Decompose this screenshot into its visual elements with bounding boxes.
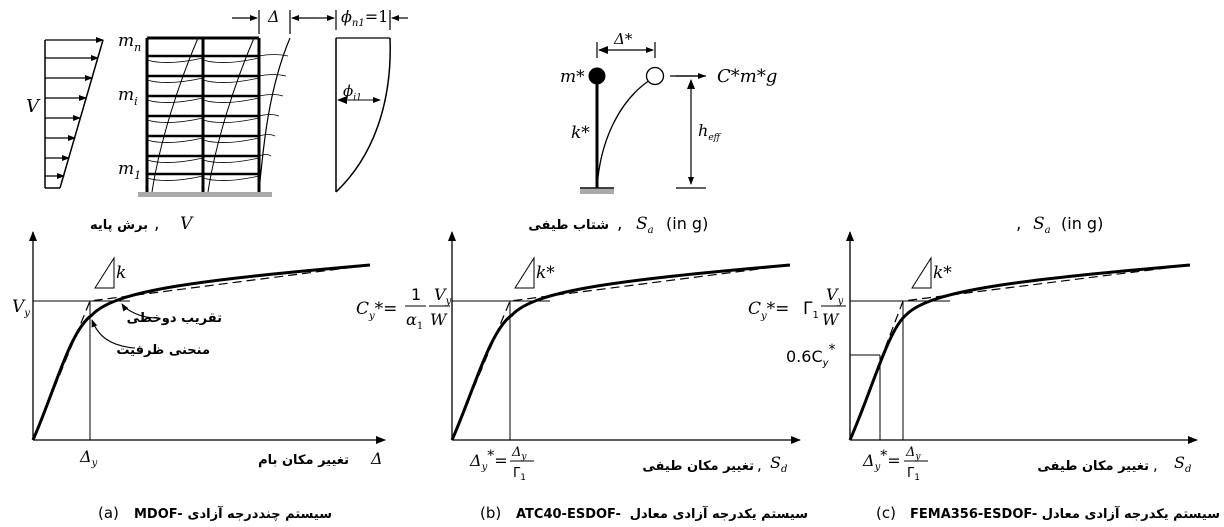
y-axis-symbol: Sa <box>636 214 654 236</box>
dy-den-label: Γ1 <box>907 466 920 483</box>
dy-num-label: Δy <box>905 445 921 462</box>
phi-n1-label: ϕn1=1 <box>341 7 388 29</box>
x-axis-comma: , <box>1153 456 1158 474</box>
y-axis-unit: (in g) <box>1061 214 1103 233</box>
caption-fa: سیستم یکدرجه آزادی معادل <box>630 505 808 522</box>
bilinear-approximation <box>849 264 1191 441</box>
caption-en: FEMA356-ESDOF- <box>910 507 1037 522</box>
w-label: W <box>430 310 448 329</box>
x-axis-label-fa: تغییر مکان طیفی <box>1037 459 1149 474</box>
force-label: C*m*g <box>717 66 777 87</box>
vy-label: Vy <box>434 285 452 307</box>
mass-1-label: m1 <box>118 159 141 182</box>
y-axis-symbol: V <box>180 214 194 234</box>
cy-label: Cy*= <box>748 299 789 322</box>
x-axis-symbol: Δ <box>370 449 383 468</box>
x-axis-symbol: Sd <box>770 453 787 475</box>
panel-a: k Vy تقریب دوخطی منحنی ظرفیت Δy برش پایه… <box>12 214 386 522</box>
building-frame <box>145 36 291 193</box>
k-star-label: k* <box>571 123 590 143</box>
caption-fa: سیستم چنددرجه آزادی <box>188 505 332 522</box>
capacity-curve <box>31 263 371 441</box>
mass-n-label: mn <box>118 31 141 54</box>
mdof-frame-diagram: V mn mi m1 <box>26 7 408 197</box>
y-axis-comma: , <box>154 214 159 234</box>
roof-delta-label: Δ <box>267 7 280 26</box>
capacity-curve-label: منحنی ظرفیت <box>116 343 210 358</box>
bilinear-approximation <box>32 264 371 441</box>
esdof-oscillator-diagram: m* k* Δ* C*m*g heff <box>560 30 777 194</box>
panel-b: k* Cy*= 1 α1 Vy W Δy*= Δy Γ1 شتاب طیفی ,… <box>356 214 808 522</box>
dy-den-label: Γ1 <box>513 466 526 483</box>
caption-fa: سیستم یکدرجه آزادی معادل <box>1042 505 1220 522</box>
mass-node <box>588 67 606 85</box>
caption-en: ATC40-ESDOF- <box>516 507 621 522</box>
alpha-label: α1 <box>406 310 423 332</box>
gamma-label: Γ1 <box>803 299 819 321</box>
ground-base <box>138 192 272 197</box>
capacity-spectrum-curve <box>848 263 1191 441</box>
dy-num-label: Δy <box>511 445 527 462</box>
y-axis-comma: , <box>1016 214 1021 234</box>
stiffness-triangle <box>94 256 115 289</box>
x-axis-comma: , <box>757 456 762 474</box>
one-label: 1 <box>411 285 421 304</box>
w-label: W <box>822 310 840 329</box>
y-axis-comma: , <box>617 214 622 234</box>
phi-i1-label: ϕi1 <box>343 82 362 103</box>
dy-lhs-label: Δy*= <box>862 448 901 473</box>
caption-en: MDOF- <box>134 507 183 522</box>
cy-label: Cy*= <box>356 299 397 322</box>
mass-i-label: mi <box>118 85 138 108</box>
k-star-label: k* <box>933 263 952 283</box>
panel-c: k* Cy*= Γ1 Vy W 0.6Cy* Δy*= Δy Γ1 , Sa (… <box>748 214 1220 522</box>
k-star-label: k* <box>536 263 555 283</box>
delta-star-label: Δ* <box>613 30 633 48</box>
mode-shape <box>318 10 408 193</box>
caption-tag: (c) <box>876 504 896 522</box>
y-axis-unit: (in g) <box>666 214 708 233</box>
caption-tag: (a) <box>98 504 119 522</box>
y-axis-symbol: Sa <box>1033 214 1051 236</box>
caption-tag: (b) <box>480 504 501 522</box>
x-axis-label-fa: تغییر مکان بام <box>258 453 349 468</box>
k-label: k <box>116 263 126 283</box>
dy-lhs-label: Δy*= <box>469 448 508 473</box>
x-axis-symbol: Sd <box>1174 453 1191 475</box>
bilinear-approximation <box>451 264 791 441</box>
displaced-mass-node <box>645 66 665 86</box>
base-shear-symbol: V <box>26 96 41 117</box>
y-axis-label-fa: برش پایه <box>90 218 148 233</box>
vy-label: Vy <box>12 297 30 319</box>
m-star-label: m* <box>560 67 585 87</box>
lateral-load-profile <box>44 37 104 189</box>
x-axis-label-fa: تغییر مکان طیفی <box>642 459 754 474</box>
dy-label: Δy <box>79 447 98 469</box>
c06-label: 0.6Cy* <box>786 342 836 369</box>
bilinear-label: تقریب دوخطی <box>127 311 222 326</box>
vy-label: Vy <box>826 285 844 307</box>
capacity-spectrum-curve <box>450 263 791 441</box>
roof-displacement-dimension <box>232 10 318 34</box>
heff-label: heff <box>698 121 722 143</box>
y-axis-label-fa: شتاب طیفی <box>528 218 609 233</box>
